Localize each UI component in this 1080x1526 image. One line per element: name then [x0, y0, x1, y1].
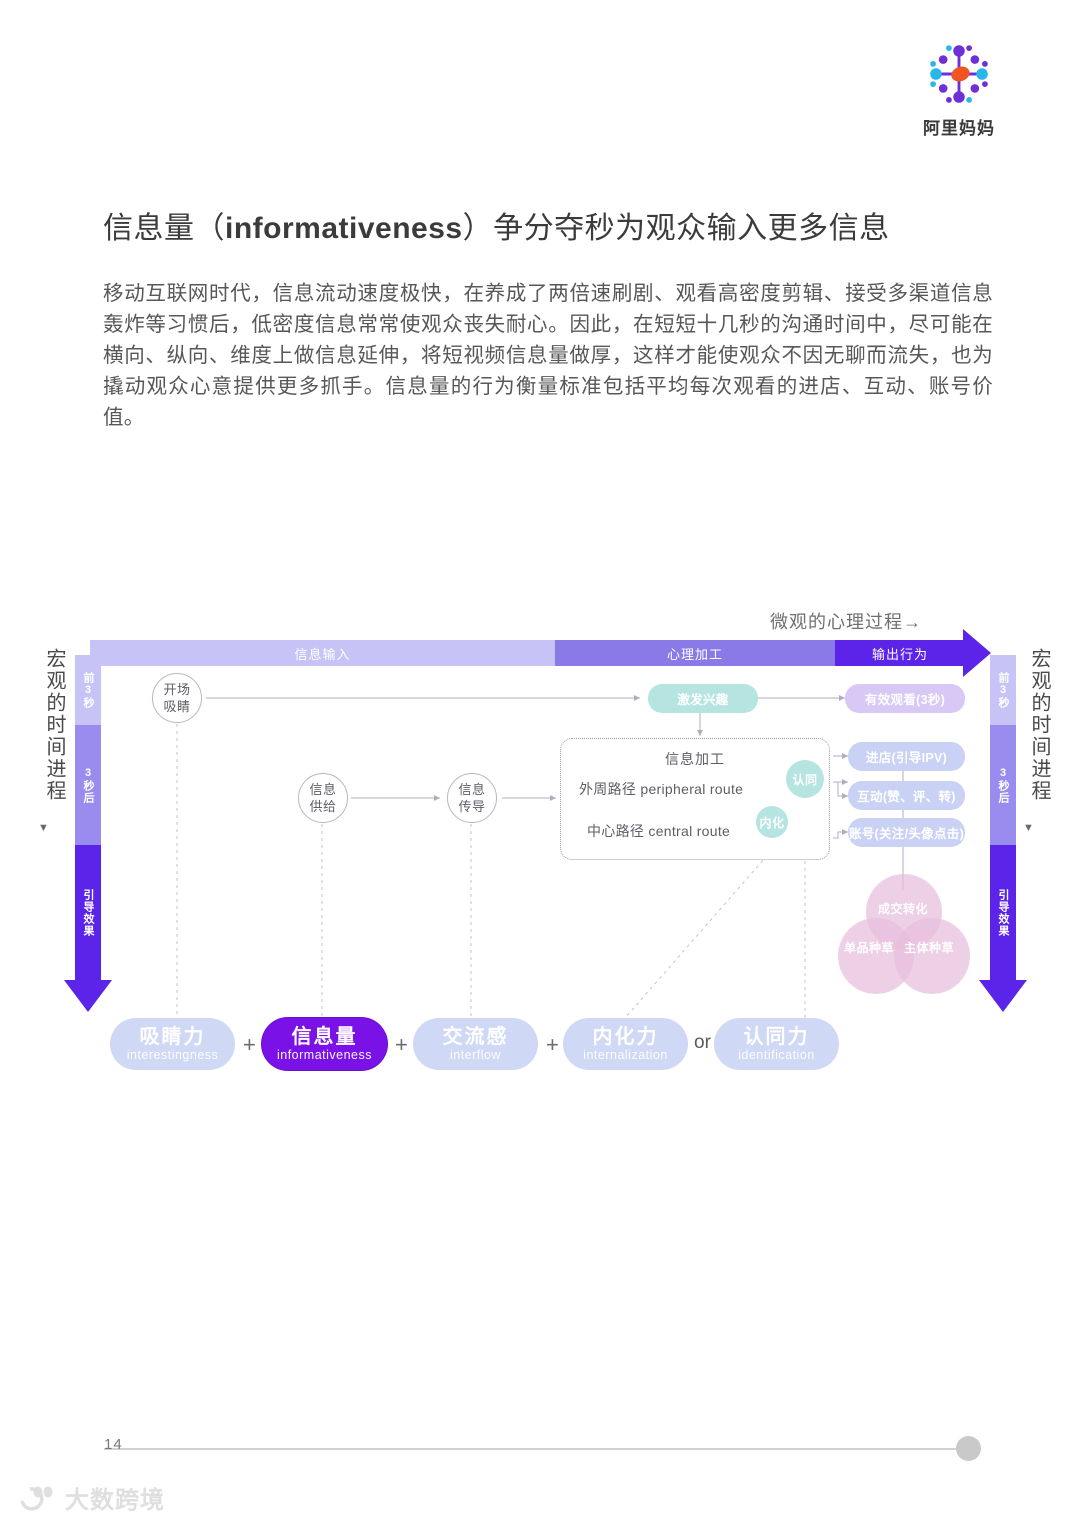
title-suffix: ）争分夺秒为观众输入更多信息: [462, 212, 890, 245]
macro-arrow-head-right-icon: [979, 980, 1027, 1012]
macro-seg-first3s-left: 前3秒: [75, 655, 101, 725]
node-line-1: 开场: [163, 682, 191, 697]
title-prefix: 信息量（: [103, 212, 225, 245]
macro-seg-first3s-right: 前3秒: [990, 655, 1016, 725]
progress-knob[interactable]: [956, 1436, 981, 1461]
processing-title: 信息加工: [665, 751, 725, 767]
identify-dot: 认同: [786, 760, 824, 798]
formula-pill-en: interflow: [449, 1047, 502, 1062]
node-line-1: 信息: [458, 782, 486, 797]
pill-spark-interest: 激发兴趣: [648, 684, 758, 713]
node-line-2: 供给: [309, 799, 337, 814]
formula-or: or: [694, 1032, 711, 1053]
capability-formula: 吸睛力 interestingness + 信息量 informativenes…: [0, 1018, 1080, 1078]
peripheral-route-label: 外周路径 peripheral route: [579, 781, 744, 797]
venn-circle-right: [894, 918, 970, 994]
phase-arrow-head-icon: [963, 629, 991, 677]
molecule-network-icon: [930, 45, 988, 103]
node-info-supply: 信息 供给: [298, 773, 348, 823]
phase-segment-processing: 心理加工: [555, 640, 835, 666]
watermark: 大数跨境: [18, 1480, 165, 1515]
watermark-text: 大数跨境: [65, 1487, 165, 1514]
venn-label-brand-seeding: 主体种草: [904, 941, 955, 955]
formula-pill-en: internalization: [583, 1047, 668, 1062]
pill-effective-view: 有效观看(3秒): [845, 684, 965, 713]
venn-label-conversion: 成交转化: [878, 902, 929, 916]
venn-label-item-seeding: 单品种草: [844, 941, 895, 955]
formula-pill-en: informativeness: [276, 1047, 373, 1062]
formula-pill-interflow[interactable]: 交流感 interflow: [413, 1018, 538, 1070]
node-line-2: 传导: [458, 799, 486, 814]
macro-seg-effect-left: 引导效果: [75, 845, 101, 980]
diagram-connectors: [176, 695, 904, 1019]
formula-pill-internalization[interactable]: 内化力 internalization: [563, 1018, 688, 1070]
phase-segment-output: 输出行为: [835, 640, 965, 666]
page-number: 14: [104, 1436, 123, 1453]
macro-arrow-head-left-icon: [64, 980, 112, 1012]
information-processing-box: 信息加工 外周路径 peripheral route 中心路径 central …: [560, 738, 830, 860]
phase-segment-input: 信息输入: [90, 640, 555, 666]
macro-seg-after3s-right: 3秒后: [990, 725, 1016, 845]
node-opening-hook: 开场 吸睛: [152, 673, 202, 723]
phase-bar: 信息输入 心理加工 输出行为: [90, 629, 991, 677]
macro-axis-title-right: 宏观的时间进程: [1028, 648, 1050, 802]
formula-plus-3: +: [546, 1032, 559, 1057]
psychology-process-diagram: 微观的心理过程→ 信息输入 心理加工 输出行为 宏观的时间进程 ▼ 前3秒 3秒…: [0, 600, 1080, 1100]
micro-axis-label: 微观的心理过程→: [770, 612, 922, 632]
formula-pill-cn: 交流感: [442, 1025, 509, 1048]
title-emphasis: informativeness: [225, 212, 463, 245]
formula-pill-cn: 认同力: [743, 1025, 810, 1048]
formula-plus-2: +: [395, 1032, 408, 1057]
pill-store-visit: 进店(引导IPV): [848, 742, 965, 771]
formula-pill-informativeness[interactable]: 信息量 informativeness: [262, 1018, 387, 1070]
macro-caret-right-icon: ▼: [1023, 822, 1034, 834]
node-line-1: 信息: [309, 782, 337, 797]
node-line-2: 吸睛: [163, 699, 191, 714]
pill-account: 账号(关注/头像点击): [848, 818, 965, 847]
formula-pill-identification[interactable]: 认同力 identification: [714, 1018, 839, 1070]
internalize-dot: 内化: [756, 806, 788, 838]
macro-axis-title-left: 宏观的时间进程: [43, 648, 65, 802]
body-paragraph: 移动互联网时代，信息流动速度极快，在养成了两倍速刷剧、观看高密度剪辑、接受多渠道…: [103, 282, 993, 429]
pill-interaction: 互动(赞、评、转): [848, 781, 965, 810]
formula-pill-en: identification: [738, 1047, 815, 1062]
brand-logo: 阿里妈妈: [900, 38, 1018, 139]
central-route-label: 中心路径 central route: [587, 823, 731, 839]
node-info-transmit: 信息 传导: [447, 773, 497, 823]
macro-seg-after3s-left: 3秒后: [75, 725, 101, 845]
formula-pill-cn: 内化力: [592, 1025, 659, 1048]
page-title: 信息量（informativeness）争分夺秒为观众输入更多信息: [103, 203, 983, 247]
macro-caret-left-icon: ▼: [38, 822, 49, 834]
formula-plus-1: +: [243, 1032, 256, 1057]
formula-pill-cn: 信息量: [291, 1025, 358, 1048]
formula-pill-interestingness[interactable]: 吸睛力 interestingness: [110, 1018, 235, 1070]
page-footer: 14: [0, 1436, 1080, 1476]
paw-logo-icon: [20, 1486, 53, 1511]
macro-seg-effect-right: 引导效果: [990, 845, 1016, 980]
formula-pill-cn: 吸睛力: [139, 1025, 206, 1048]
formula-pill-en: interestingness: [126, 1047, 219, 1062]
brand-name: 阿里妈妈: [923, 119, 995, 138]
progress-track[interactable]: [104, 1448, 969, 1450]
